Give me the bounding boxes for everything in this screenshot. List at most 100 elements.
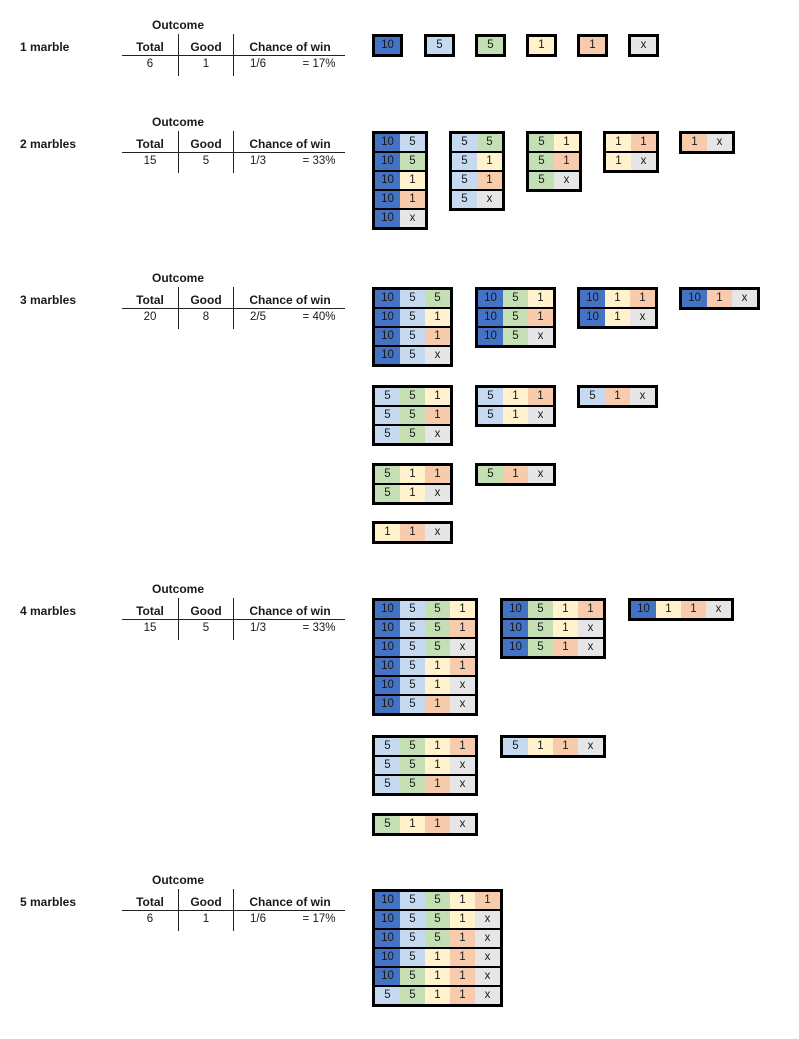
marble-cell: 10 bbox=[375, 172, 400, 189]
marble-cell: 1 bbox=[425, 388, 450, 405]
combination-group: 1 bbox=[577, 34, 608, 57]
marble-cell: 1 bbox=[503, 388, 528, 405]
marble-cell: 5 bbox=[425, 911, 450, 928]
marble-cell: 5 bbox=[427, 37, 452, 54]
marble-cell: 5 bbox=[503, 309, 528, 326]
marble-cell: 5 bbox=[400, 677, 425, 694]
marble-cell: x bbox=[425, 524, 450, 541]
outcome-title: Outcome bbox=[152, 271, 205, 285]
marble-cell: x bbox=[475, 930, 500, 947]
marble-cell: 5 bbox=[375, 776, 400, 793]
marble-cell: 5 bbox=[375, 816, 400, 833]
marble-cell: 1 bbox=[606, 153, 631, 170]
combination-row: x bbox=[631, 37, 656, 54]
marble-cell: 1 bbox=[580, 37, 605, 54]
marble-cell: 1 bbox=[450, 930, 475, 947]
combination-group: 1 bbox=[526, 34, 557, 57]
marble-cell: 5 bbox=[400, 911, 425, 928]
marble-cell: 5 bbox=[452, 191, 477, 208]
marble-cell: 5 bbox=[400, 949, 425, 966]
marble-cell: x bbox=[631, 153, 656, 170]
header-chance: Chance of win bbox=[249, 293, 331, 307]
outcome-title: Outcome bbox=[152, 18, 205, 32]
header-chance: Chance of win bbox=[249, 604, 331, 618]
marble-cell: x bbox=[475, 968, 500, 985]
marble-cell: x bbox=[631, 37, 656, 54]
marble-cell: 5 bbox=[400, 892, 425, 909]
marble-cell: 10 bbox=[375, 153, 400, 170]
marble-cell: 5 bbox=[528, 601, 553, 618]
marble-cell: 10 bbox=[375, 347, 400, 364]
marble-cell: x bbox=[425, 485, 450, 502]
chance-fraction: 1/3 bbox=[250, 155, 266, 167]
marble-cell: 1 bbox=[528, 290, 553, 307]
marble-cell: 5 bbox=[503, 290, 528, 307]
marble-cell: 10 bbox=[375, 696, 400, 713]
marble-cell: 1 bbox=[553, 601, 578, 618]
marble-cell: 1 bbox=[553, 620, 578, 637]
marble-cell: x bbox=[706, 601, 731, 618]
marble-cell: 1 bbox=[606, 134, 631, 151]
marble-cell: 5 bbox=[478, 37, 503, 54]
marble-cell: 1 bbox=[425, 328, 450, 345]
combination-row: 5 bbox=[427, 37, 452, 54]
marble-cell: 5 bbox=[400, 309, 425, 326]
header-chance: Chance of win bbox=[249, 137, 331, 151]
marble-cell: 10 bbox=[631, 601, 656, 618]
marble-cell: x bbox=[554, 172, 579, 189]
header-good: Good bbox=[190, 293, 222, 307]
marble-cell: 1 bbox=[682, 134, 707, 151]
total-value: 6 bbox=[146, 913, 154, 925]
section-label: 5 marbles bbox=[20, 895, 77, 909]
header-total: Total bbox=[136, 895, 164, 909]
marble-cell: 1 bbox=[400, 816, 425, 833]
marble-cell: 1 bbox=[528, 738, 553, 755]
combination-row: 1 bbox=[580, 37, 605, 54]
marble-cell: 1 bbox=[425, 407, 450, 424]
marble-cell: 10 bbox=[503, 639, 528, 656]
marble-cell: 5 bbox=[425, 930, 450, 947]
marble-cell: 1 bbox=[681, 601, 706, 618]
chance-fraction: 1/6 bbox=[250, 913, 266, 925]
marble-cell: 5 bbox=[375, 407, 400, 424]
marble-cell: 1 bbox=[425, 466, 450, 483]
marble-cell: 10 bbox=[375, 892, 400, 909]
marble-cell: 10 bbox=[580, 309, 605, 326]
marble-cell: 5 bbox=[425, 620, 450, 637]
marble-cell: 1 bbox=[425, 776, 450, 793]
marble-cell: 5 bbox=[528, 639, 553, 656]
marble-cell: 1 bbox=[450, 738, 475, 755]
total-value: 15 bbox=[143, 155, 157, 167]
chance-percent: = 17% bbox=[302, 58, 336, 70]
column-divider bbox=[233, 598, 234, 640]
marble-cell: 5 bbox=[400, 658, 425, 675]
header-good: Good bbox=[190, 137, 222, 151]
marble-cell: 1 bbox=[425, 738, 450, 755]
marble-cell: 5 bbox=[375, 987, 400, 1004]
marble-cell: 1 bbox=[656, 601, 681, 618]
header-chance: Chance of win bbox=[249, 40, 331, 54]
marble-cell: 1 bbox=[450, 892, 475, 909]
